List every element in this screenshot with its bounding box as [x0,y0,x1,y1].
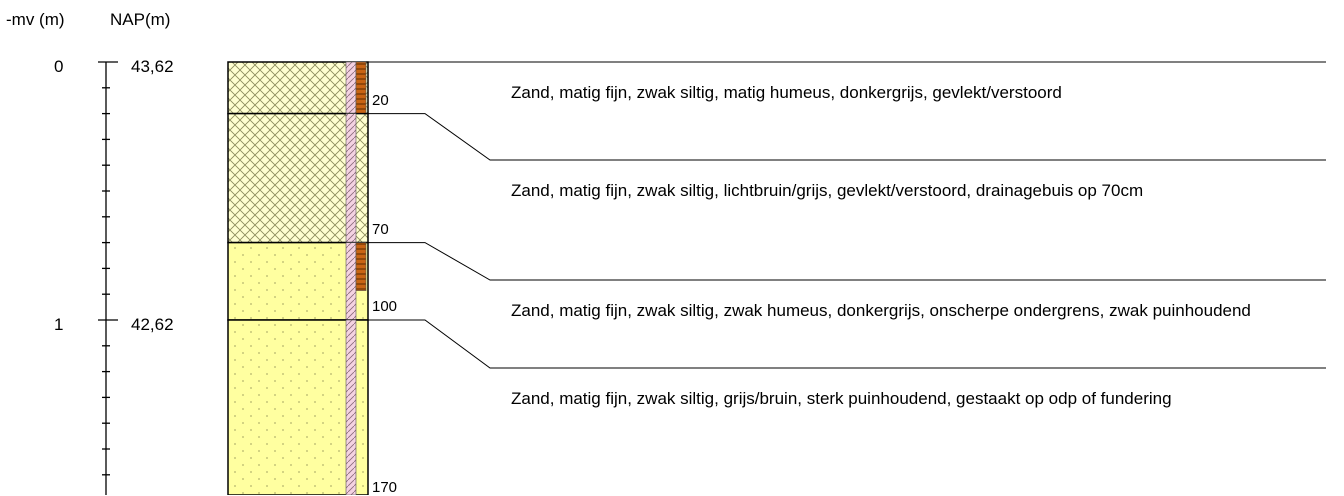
layer-description: Zand, matig fijn, zwak siltig, zwak hume… [511,301,1251,320]
layer-description: Zand, matig fijn, zwak siltig, grijs/bru… [511,389,1172,408]
layer-description: Zand, matig fijn, zwak siltig, lichtbrui… [511,181,1144,200]
silt-strip [345,113,357,243]
depth-axis-header: -mv (m) [6,10,65,29]
silt-strip [345,61,357,114]
layer-4 [227,319,369,495]
layer-bottom-depth: 20 [372,91,389,109]
silt-strip [345,242,357,321]
layer-bottom-depth: 170 [372,478,398,496]
humus-strip [355,242,367,291]
depth-axis [98,61,118,495]
layer-bottom-depth: 100 [372,298,398,315]
layer-connectors [368,61,1326,369]
depth-label-0: 0 [54,57,64,76]
humus-strip [355,61,367,114]
layer-1 [227,61,369,115]
nap-label-0: 43,62 [131,57,174,76]
layer-2 [227,112,369,244]
layer-description: Zand, matig fijn, zwak siltig, matig hum… [511,83,1062,102]
layer-connector [368,319,1326,369]
borehole-column [227,61,369,495]
layer-3 [227,241,369,321]
nap-axis-header: NAP(m) [110,10,171,29]
layer-bottom-depth: 70 [372,220,389,238]
depth-label-1: 1 [54,315,64,334]
silt-strip [345,319,357,495]
nap-label-1: 42,62 [131,315,174,334]
layer-connector [368,242,1326,281]
layer-connector [368,113,1326,161]
